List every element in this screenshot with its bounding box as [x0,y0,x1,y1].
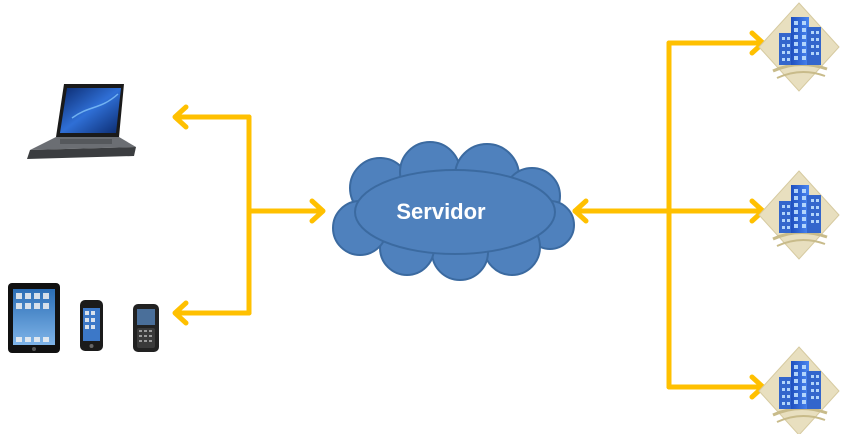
right-connectors [572,30,766,400]
laptop-icon [27,84,136,159]
mobile-arrowhead [172,300,189,326]
server-out-arrowhead [572,198,589,224]
server-cloud: Servidor [332,141,575,281]
smartphone-icon [133,304,159,352]
building-icon [758,170,840,260]
laptop-arrowhead [172,104,189,130]
server-label: Servidor [396,199,486,224]
building-icon [758,346,840,434]
left-connectors [172,104,326,326]
tablet-icon [8,283,60,353]
smartphone-icon [80,300,103,351]
building-icon [758,2,840,92]
cloud-icon [332,141,575,281]
mobile-devices-icon [8,283,159,353]
server-in-arrowhead [309,198,326,224]
